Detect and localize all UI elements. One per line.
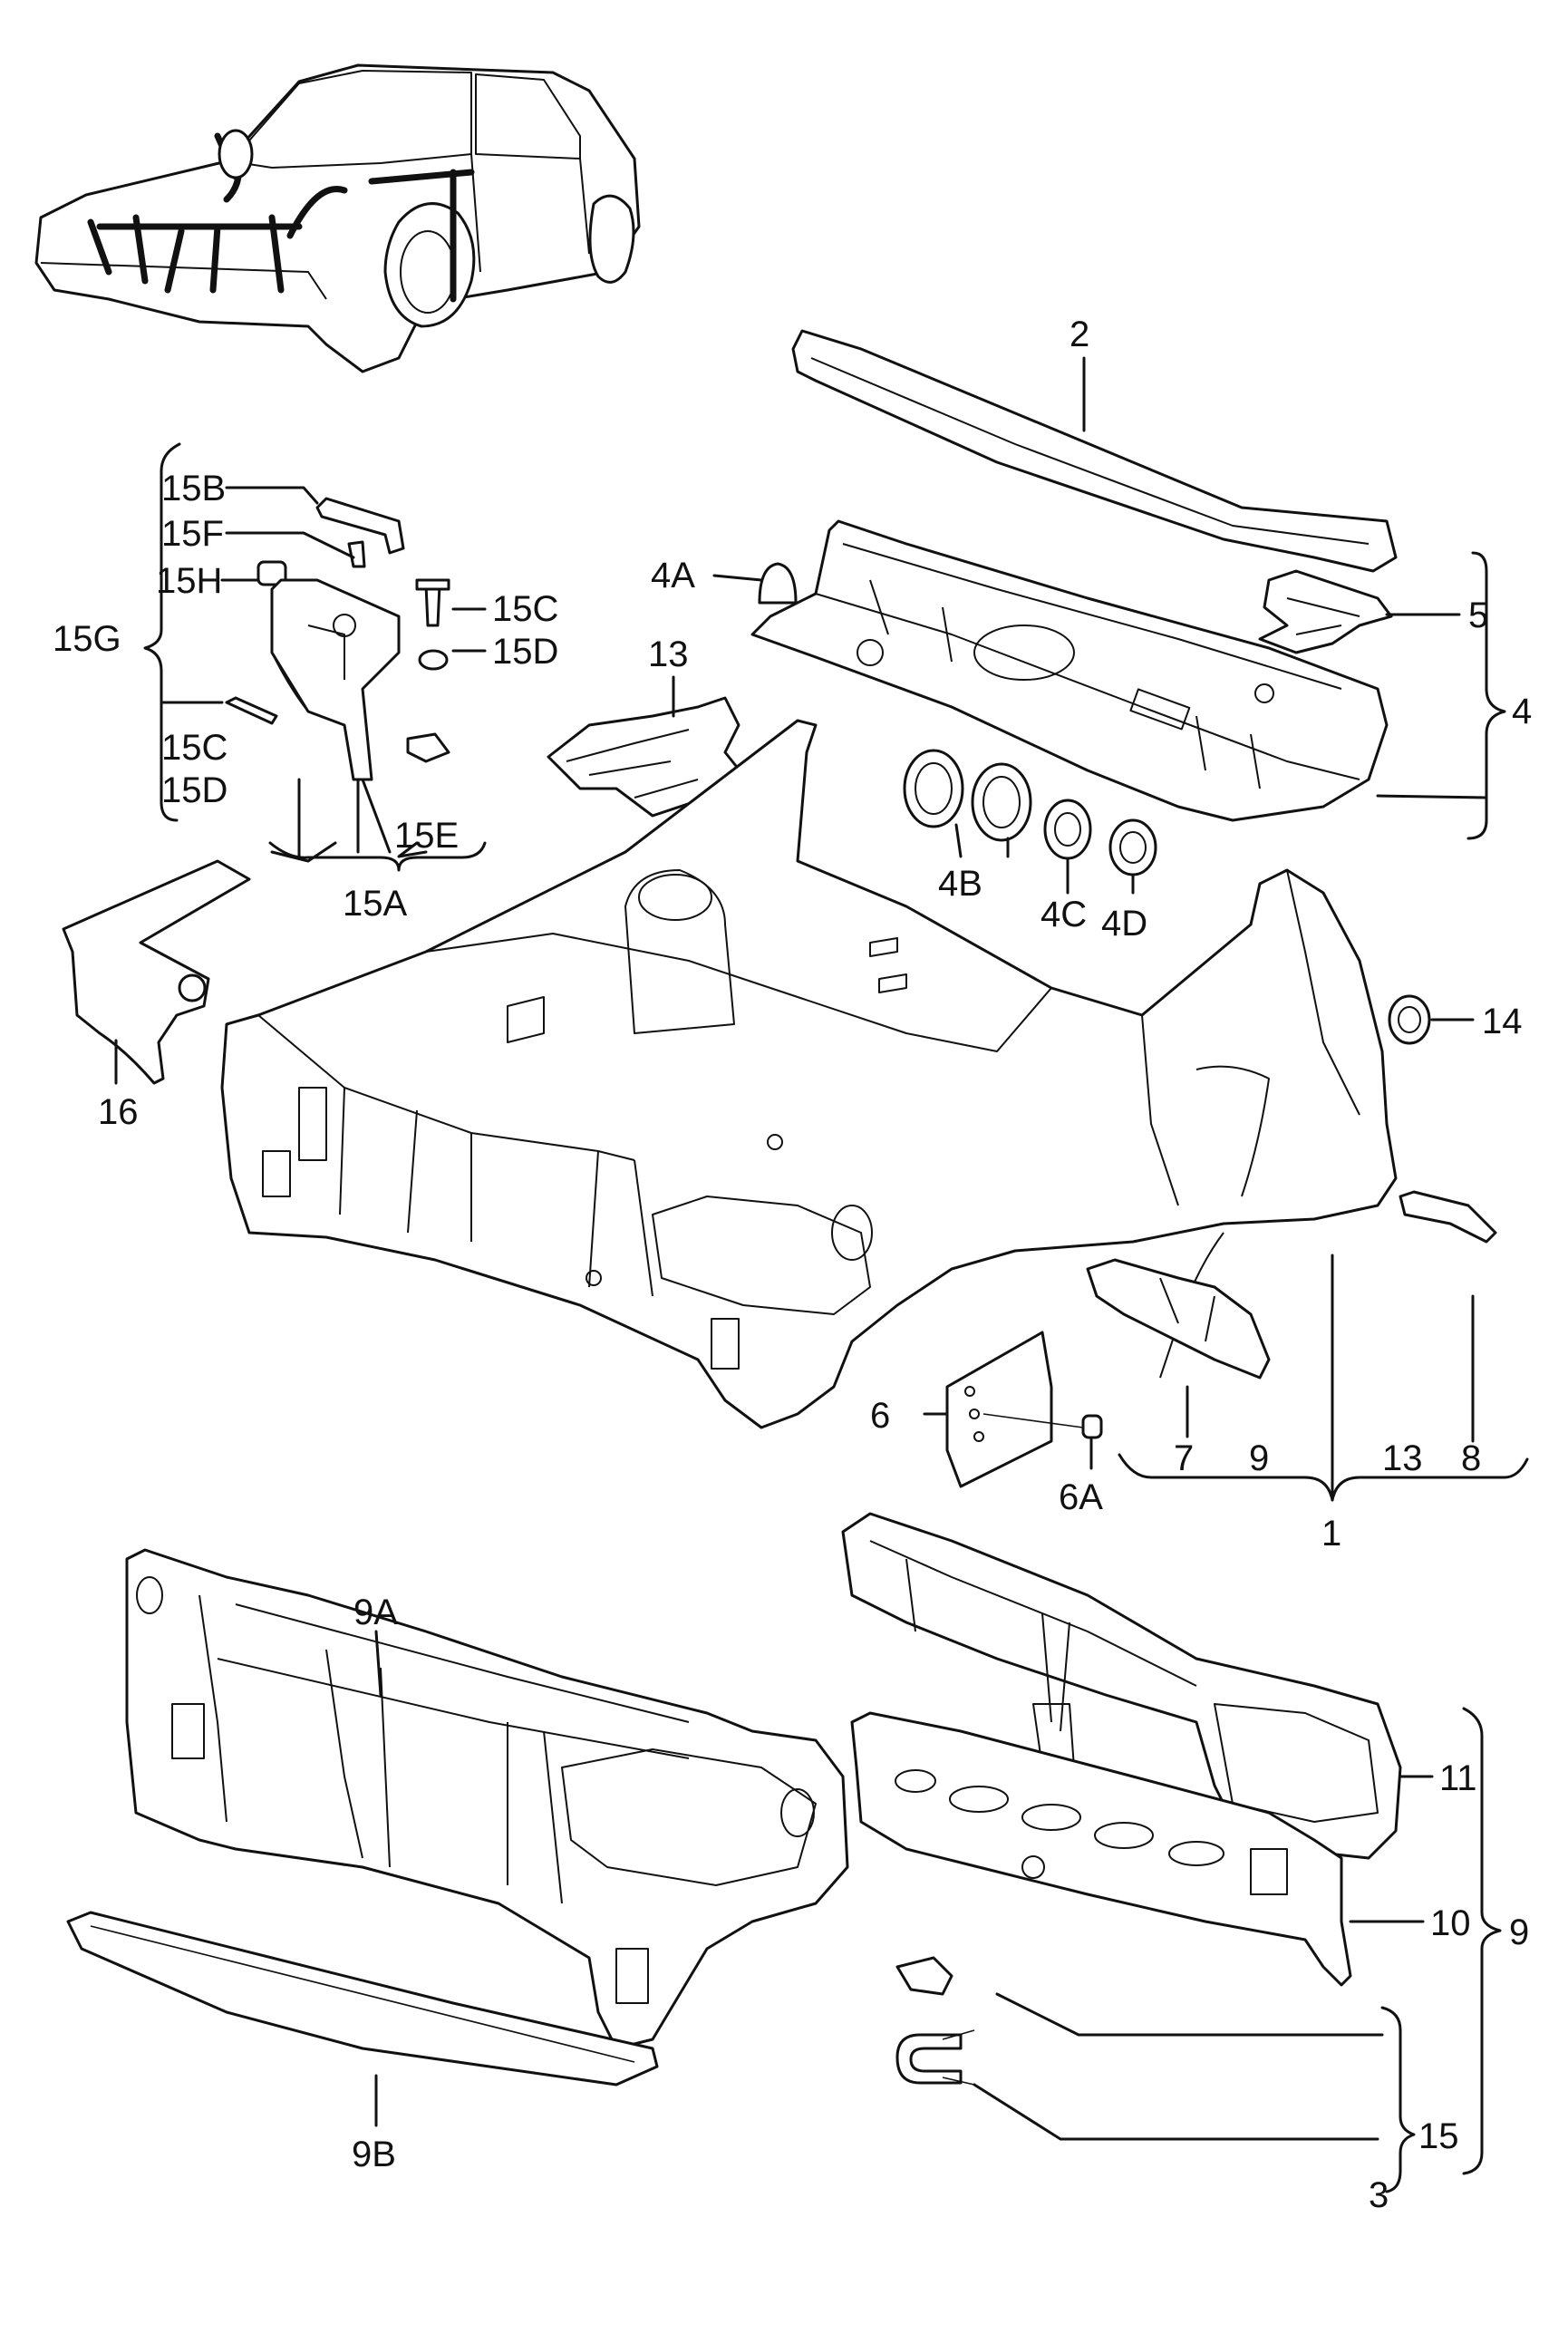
- label-15A: 15A: [343, 884, 407, 924]
- label-4B: 4B: [938, 864, 982, 904]
- label-8: 8: [1461, 1438, 1481, 1478]
- part-14-grommet: [1388, 994, 1431, 1045]
- label-15C-a: 15C: [492, 589, 558, 629]
- label-4A: 4A: [651, 556, 695, 595]
- part-16-panel: [62, 859, 251, 1085]
- label-5: 5: [1468, 595, 1488, 635]
- label-6: 6: [870, 1396, 890, 1436]
- label-11: 11: [1439, 1758, 1477, 1798]
- label-15-right: 15: [1418, 2116, 1459, 2156]
- part-4A-cap: [758, 562, 798, 605]
- label-9-right: 9: [1509, 1912, 1529, 1952]
- label-13-group: 13: [1382, 1438, 1423, 1478]
- label-4D: 4D: [1101, 904, 1147, 944]
- part-8-strip: [1399, 1190, 1497, 1244]
- label-15D-b: 15D: [161, 770, 227, 810]
- callout-labels: 2 4A 5 4 13 4B 4C 4D 15B 15F 15H 15C 15G…: [53, 315, 1532, 2215]
- part-4-bulkhead-assembly: [750, 519, 1389, 822]
- part-15-group-brackets: [225, 497, 450, 781]
- part-3-clip: [895, 2029, 975, 2086]
- part-7-bracket: [1086, 1258, 1271, 1380]
- label-9-group: 9: [1249, 1438, 1269, 1478]
- label-16: 16: [98, 1092, 139, 1132]
- label-6A: 6A: [1059, 1477, 1103, 1517]
- part-9B-strip: [66, 1911, 659, 2086]
- label-2: 2: [1070, 315, 1089, 354]
- part-5-bracket: [1258, 569, 1393, 654]
- label-15C-b: 15C: [161, 728, 227, 768]
- part-15-small-plate: [895, 1956, 953, 1996]
- part-2-cowl-panel: [791, 329, 1398, 573]
- label-15E: 15E: [394, 816, 459, 856]
- label-1: 1: [1321, 1514, 1341, 1554]
- label-10: 10: [1430, 1903, 1471, 1943]
- label-9A: 9A: [353, 1593, 398, 1632]
- label-15B: 15B: [161, 469, 226, 508]
- label-15D-a: 15D: [492, 632, 558, 672]
- part-11-upper-panel: [841, 1512, 1402, 1860]
- leader-lines: [114, 356, 1529, 2193]
- label-9B: 9B: [352, 2135, 396, 2174]
- part-13-bracket: [547, 696, 745, 818]
- label-4C: 4C: [1040, 895, 1087, 934]
- label-15G: 15G: [53, 619, 121, 659]
- part-10-lower-panel: [850, 1711, 1352, 1987]
- label-15F: 15F: [161, 514, 224, 554]
- label-15H: 15H: [156, 561, 222, 601]
- label-7: 7: [1174, 1438, 1194, 1478]
- part-9A-front-panel: [125, 1548, 849, 2050]
- car-overview-illustration: [34, 63, 641, 373]
- label-3: 3: [1369, 2175, 1389, 2215]
- part-6-plate: [945, 1331, 1103, 1488]
- label-14: 14: [1482, 1002, 1523, 1041]
- grommets-4B-4C-4D: [903, 749, 1157, 876]
- label-13-top: 13: [648, 634, 689, 674]
- label-4: 4: [1512, 692, 1532, 731]
